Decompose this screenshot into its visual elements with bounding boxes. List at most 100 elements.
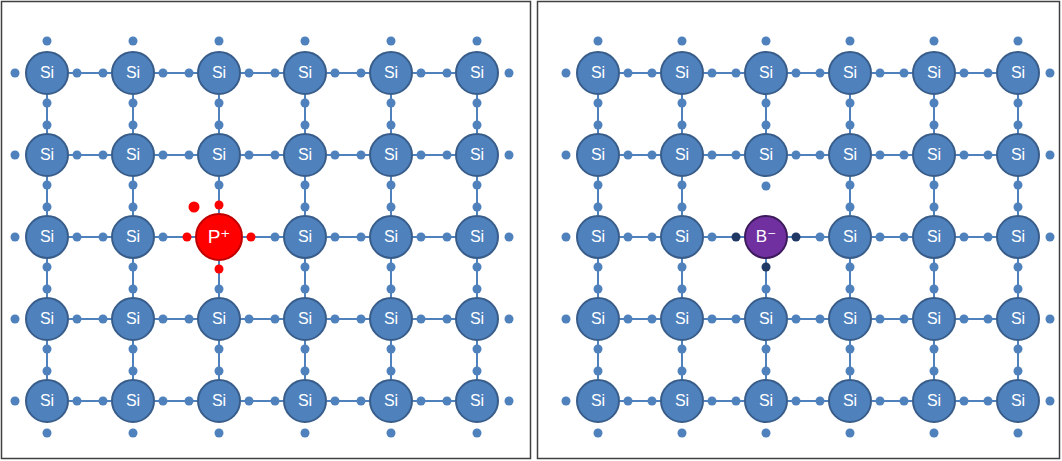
bond-electron bbox=[930, 345, 939, 354]
covalent-bond bbox=[1014, 95, 1023, 133]
atom-symbol: Si bbox=[470, 64, 484, 82]
silicon-atom: Si bbox=[283, 379, 327, 423]
silicon-atom: Si bbox=[369, 133, 413, 177]
bond-electron bbox=[732, 315, 741, 324]
atom-symbol: Si bbox=[675, 228, 689, 246]
atom-circle bbox=[829, 134, 871, 176]
bond-electron bbox=[708, 397, 717, 406]
bond-electron bbox=[624, 233, 633, 242]
bond-electron bbox=[846, 367, 855, 376]
bond-electron bbox=[732, 69, 741, 78]
bond-electron bbox=[129, 345, 138, 354]
bond-electron bbox=[129, 367, 138, 376]
atom-circle bbox=[829, 380, 871, 422]
covalent-bond bbox=[678, 95, 687, 133]
bond-electron bbox=[245, 397, 254, 406]
bond-electron bbox=[443, 397, 452, 406]
valence-electron bbox=[1046, 233, 1055, 242]
silicon-atom: Si bbox=[996, 51, 1040, 95]
bond-electron bbox=[678, 263, 687, 272]
atom-symbol: Si bbox=[298, 392, 312, 410]
bond-electron bbox=[960, 315, 969, 324]
bond-electron bbox=[762, 345, 771, 354]
bond-electron bbox=[417, 315, 426, 324]
atom-symbol: Si bbox=[470, 228, 484, 246]
covalent-bond bbox=[327, 397, 369, 406]
atom-symbol: Si bbox=[759, 64, 773, 82]
atom-circle bbox=[284, 134, 326, 176]
valence-electron bbox=[1046, 151, 1055, 160]
atom-symbol: Si bbox=[675, 64, 689, 82]
silicon-atom: Si bbox=[828, 51, 872, 95]
bond-electron bbox=[678, 345, 687, 354]
covalent-bond bbox=[846, 177, 855, 215]
bond-electron bbox=[245, 151, 254, 160]
covalent-bond bbox=[473, 177, 482, 215]
covalent-bond bbox=[241, 151, 283, 160]
bond-electron bbox=[331, 397, 340, 406]
bond-electron bbox=[129, 203, 138, 212]
bond-electron bbox=[762, 367, 771, 376]
bond-electron bbox=[594, 121, 603, 130]
bond-electron bbox=[594, 285, 603, 294]
valence-electron bbox=[215, 429, 224, 438]
silicon-atom: Si bbox=[828, 379, 872, 423]
covalent-bond bbox=[872, 151, 912, 160]
valence-electron bbox=[43, 37, 52, 46]
covalent-bond bbox=[704, 151, 744, 160]
bond-electron bbox=[247, 233, 256, 242]
covalent-bond bbox=[129, 177, 138, 215]
silicon-atom: Si bbox=[744, 133, 788, 177]
covalent-bond bbox=[473, 341, 482, 379]
bond-electron bbox=[271, 151, 280, 160]
covalent-bond bbox=[413, 233, 455, 242]
valence-electron bbox=[762, 182, 771, 191]
atom-circle bbox=[26, 216, 68, 258]
atom-circle bbox=[456, 298, 498, 340]
covalent-bond bbox=[327, 69, 369, 78]
covalent-bond bbox=[387, 341, 396, 379]
covalent-bond bbox=[930, 177, 939, 215]
bond-electron bbox=[816, 151, 825, 160]
atom-symbol: Si bbox=[927, 392, 941, 410]
bond-electron bbox=[215, 201, 224, 210]
bond-electron bbox=[594, 263, 603, 272]
atom-symbol: Si bbox=[1011, 310, 1025, 328]
bond-electron bbox=[159, 151, 168, 160]
atom-circle bbox=[913, 134, 955, 176]
bond-electron bbox=[215, 99, 224, 108]
covalent-bond bbox=[43, 341, 52, 379]
atom-circle bbox=[198, 134, 240, 176]
atom-symbol: Si bbox=[591, 392, 605, 410]
bond-electron bbox=[301, 121, 310, 130]
silicon-atom: Si bbox=[25, 133, 69, 177]
silicon-atom: Si bbox=[111, 133, 155, 177]
silicon-atom: Si bbox=[744, 379, 788, 423]
bond-electron bbox=[678, 203, 687, 212]
bond-electron bbox=[708, 69, 717, 78]
covalent-bond bbox=[413, 69, 455, 78]
bond-electron bbox=[678, 99, 687, 108]
atom-circle bbox=[26, 52, 68, 94]
covalent-bond bbox=[594, 95, 603, 133]
bond-electron bbox=[473, 345, 482, 354]
bond-electron bbox=[473, 121, 482, 130]
bond-electron bbox=[792, 69, 801, 78]
valence-electron bbox=[846, 429, 855, 438]
atom-circle bbox=[661, 380, 703, 422]
covalent-bond bbox=[215, 177, 224, 213]
silicon-atom: Si bbox=[197, 297, 241, 341]
atom-circle bbox=[284, 216, 326, 258]
atom-circle bbox=[577, 380, 619, 422]
covalent-bond bbox=[846, 259, 855, 297]
covalent-bond bbox=[327, 233, 369, 242]
bond-electron bbox=[43, 203, 52, 212]
atom-circle bbox=[661, 52, 703, 94]
atom-symbol: B⁻ bbox=[756, 228, 776, 247]
covalent-bond bbox=[704, 397, 744, 406]
covalent-bond bbox=[69, 233, 111, 242]
valence-electron bbox=[301, 37, 310, 46]
bond-electron bbox=[357, 69, 366, 78]
atom-symbol: Si bbox=[675, 310, 689, 328]
covalent-bond bbox=[594, 177, 603, 215]
